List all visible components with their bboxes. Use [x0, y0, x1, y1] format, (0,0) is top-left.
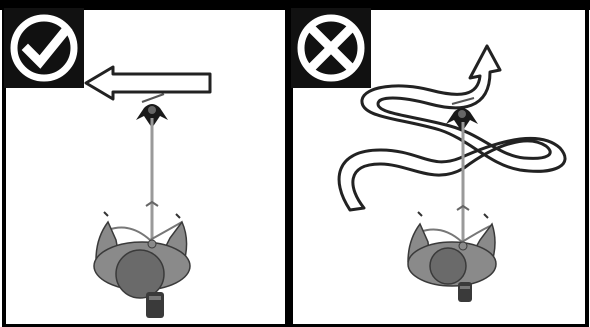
badge-incorrect — [291, 8, 371, 88]
operator-head — [430, 248, 466, 284]
panel-incorrect — [291, 8, 587, 326]
badge-correct — [4, 8, 84, 88]
operator-head — [116, 250, 164, 298]
panel-correct — [4, 8, 287, 326]
